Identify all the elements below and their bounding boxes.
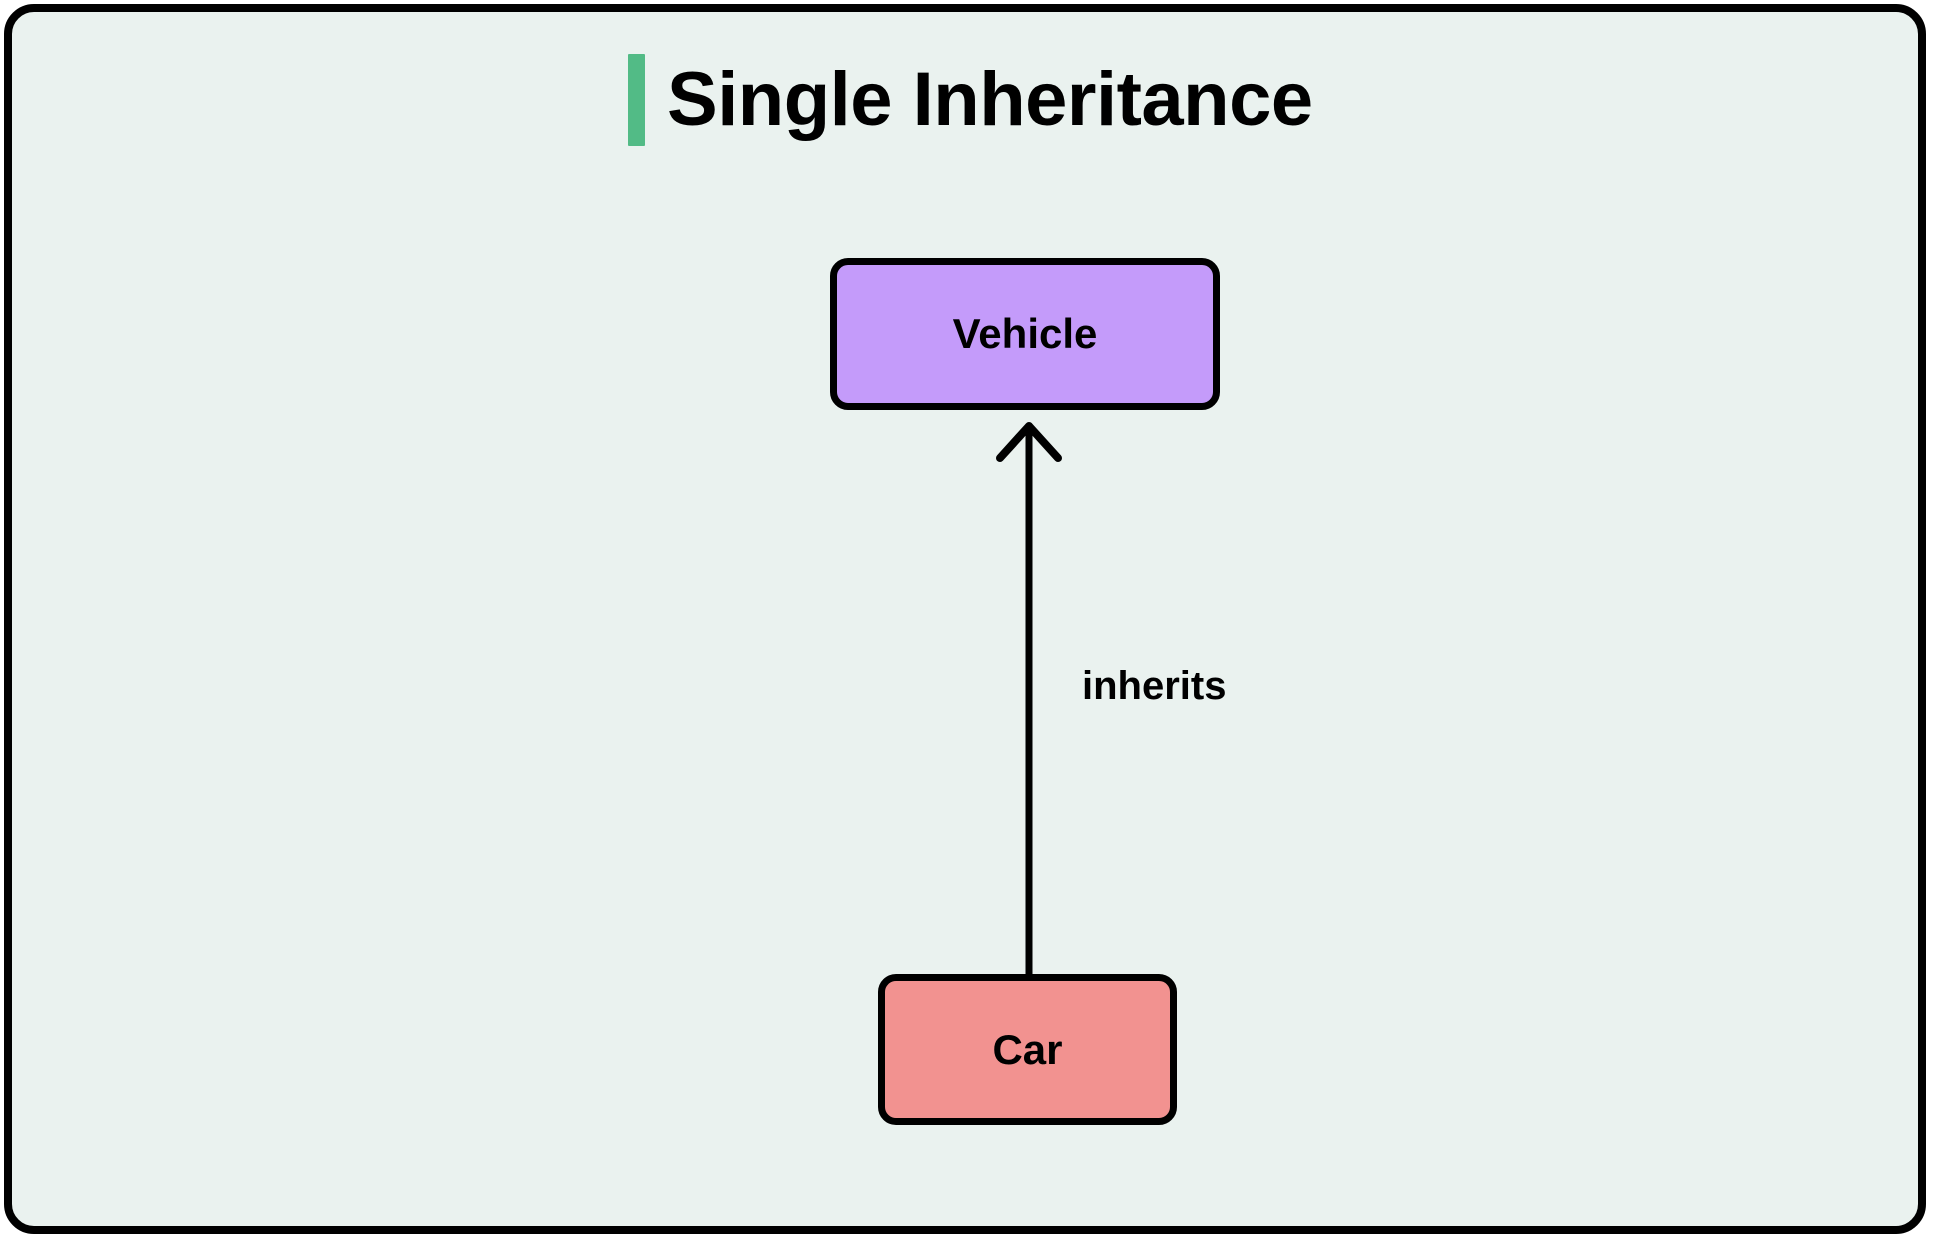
edge-label-inherits: inherits <box>1082 664 1227 708</box>
inheritance-arrowhead-icon <box>996 422 1062 462</box>
node-car[interactable]: Car <box>878 974 1177 1125</box>
title-accent-bar <box>628 54 645 146</box>
diagram-canvas: Single Inheritance Vehicle Car inherits <box>4 4 1926 1234</box>
page-title-text: Single Inheritance <box>667 57 1313 142</box>
node-vehicle[interactable]: Vehicle <box>830 258 1220 410</box>
page-title: Single Inheritance <box>628 48 1313 152</box>
node-car-label: Car <box>992 1025 1063 1073</box>
node-vehicle-label: Vehicle <box>952 310 1098 357</box>
